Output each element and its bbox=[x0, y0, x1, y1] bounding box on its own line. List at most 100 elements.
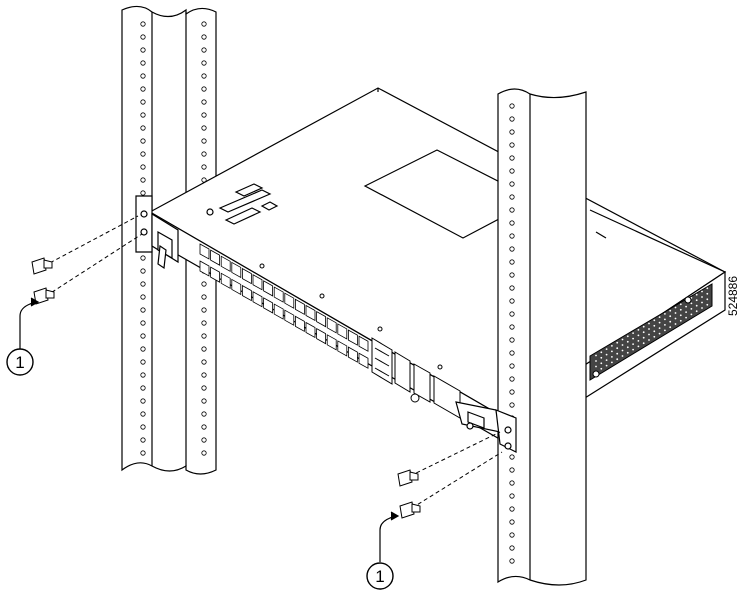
rail-hole bbox=[140, 450, 146, 456]
vent-hole bbox=[626, 340, 629, 343]
rail-hole bbox=[201, 372, 207, 378]
vent-hole bbox=[701, 290, 703, 293]
vent-hole bbox=[695, 304, 698, 307]
rail-hole bbox=[509, 285, 515, 291]
vent-hole bbox=[664, 318, 666, 321]
vent-hole bbox=[695, 310, 698, 313]
rail-hole bbox=[201, 73, 207, 79]
vent-hole bbox=[637, 345, 640, 348]
rail-hole bbox=[201, 34, 207, 40]
vent-hole bbox=[685, 311, 687, 313]
vent-hole bbox=[642, 331, 645, 334]
rail-hole bbox=[509, 246, 515, 252]
vent-hole bbox=[632, 337, 634, 340]
rail-hole bbox=[140, 47, 146, 53]
rail-hole bbox=[201, 346, 207, 352]
rail-hole bbox=[509, 454, 515, 460]
port bbox=[326, 334, 337, 351]
mounting-bracket-right bbox=[455, 401, 517, 453]
port bbox=[273, 303, 284, 320]
vent-hole bbox=[690, 308, 693, 310]
rail-hole bbox=[509, 233, 515, 239]
front-panel-modules bbox=[259, 263, 461, 419]
rail-hole bbox=[509, 155, 515, 161]
rail-hole bbox=[140, 437, 146, 443]
port bbox=[263, 297, 273, 314]
rail-hole bbox=[509, 116, 515, 122]
rail-hole bbox=[140, 190, 146, 196]
rail-hole bbox=[509, 259, 515, 265]
vent-hole bbox=[632, 332, 634, 334]
vent-hole bbox=[600, 351, 603, 354]
port bbox=[348, 329, 358, 346]
vent-hole bbox=[637, 329, 640, 331]
callout-1-left: 1 bbox=[6, 348, 34, 376]
vent-hole bbox=[690, 302, 693, 305]
vent-hole bbox=[642, 325, 645, 328]
rail-hole bbox=[509, 519, 515, 525]
vent-hole bbox=[674, 317, 677, 320]
rail-hole bbox=[201, 86, 207, 92]
vent-hole bbox=[658, 327, 661, 329]
vent-hole bbox=[648, 322, 650, 325]
rail-hole bbox=[140, 281, 146, 287]
vent-hole bbox=[632, 343, 634, 345]
vent-hole bbox=[658, 316, 661, 318]
vent-hole bbox=[701, 301, 703, 304]
vent-hole bbox=[679, 319, 682, 322]
port bbox=[295, 315, 305, 333]
vent-hole bbox=[658, 332, 661, 335]
rail-hole bbox=[201, 320, 207, 326]
vent-hole bbox=[595, 354, 597, 357]
vent-hole bbox=[616, 347, 619, 350]
vent-hole bbox=[679, 303, 682, 306]
rail-hole bbox=[201, 333, 207, 339]
vent-hole bbox=[605, 348, 608, 350]
rail-hole bbox=[140, 73, 146, 79]
rail-hole bbox=[509, 545, 515, 551]
vent-hole bbox=[600, 367, 603, 370]
rail-hole bbox=[201, 47, 207, 53]
vent-hole bbox=[701, 296, 703, 298]
port bbox=[242, 267, 252, 285]
rail-hole bbox=[140, 99, 146, 105]
screw-guides bbox=[43, 215, 503, 509]
vent-hole bbox=[679, 308, 682, 311]
rail-hole bbox=[201, 359, 207, 365]
rail-hole bbox=[140, 359, 146, 365]
vent-hole bbox=[626, 346, 629, 349]
callout-label: 1 bbox=[375, 567, 384, 586]
vent-hole bbox=[664, 329, 666, 332]
rail-hole bbox=[201, 281, 207, 287]
port bbox=[337, 340, 348, 357]
vent-hole bbox=[648, 339, 650, 341]
screw bbox=[397, 469, 419, 487]
port bbox=[263, 280, 273, 297]
callout-arrow bbox=[19, 297, 40, 350]
port bbox=[295, 298, 305, 316]
vent-hole bbox=[674, 323, 677, 325]
vent-hole bbox=[637, 340, 640, 342]
vent-hole bbox=[674, 306, 677, 309]
port bbox=[337, 323, 348, 340]
rail-hole bbox=[201, 60, 207, 66]
mounting-bracket-left bbox=[135, 195, 179, 270]
port bbox=[358, 352, 369, 369]
vent-hole bbox=[600, 356, 603, 359]
callout-1-right: 1 bbox=[366, 562, 394, 590]
rail-hole bbox=[140, 21, 146, 27]
rail-hole bbox=[509, 181, 515, 187]
rail-hole bbox=[140, 60, 146, 66]
vent-hole bbox=[669, 320, 672, 323]
rail-hole bbox=[201, 450, 207, 456]
port bbox=[284, 309, 295, 326]
vent-hole bbox=[621, 349, 624, 352]
vent-hole bbox=[664, 313, 666, 315]
vent-hole bbox=[600, 362, 603, 365]
vent-hole bbox=[706, 303, 709, 306]
rail-hole bbox=[509, 402, 515, 408]
rail-hole bbox=[509, 337, 515, 343]
port bbox=[231, 261, 242, 279]
rail-hole bbox=[509, 194, 515, 200]
